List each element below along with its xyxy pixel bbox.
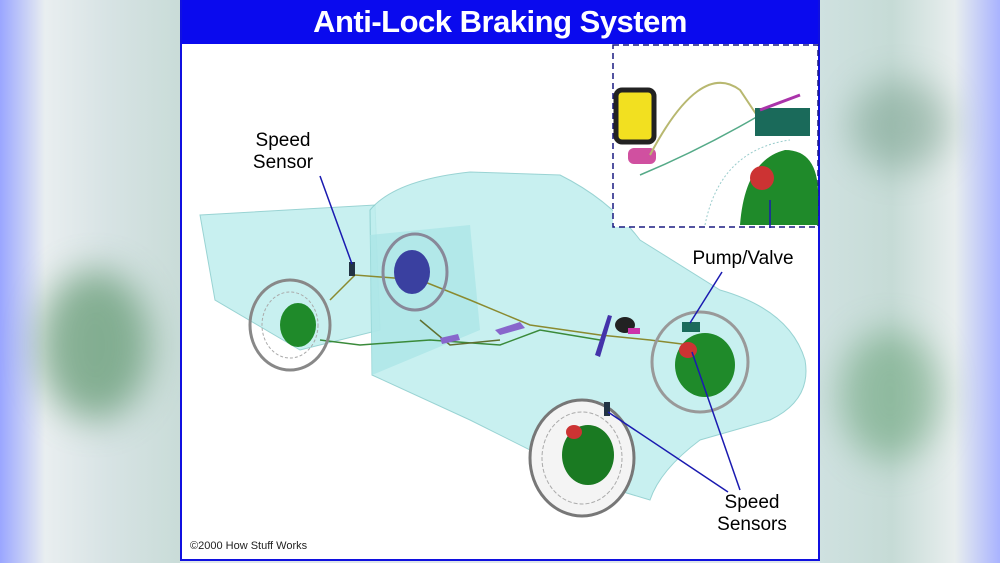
copyright-notice: ©2000 How Stuff Works <box>190 540 308 552</box>
speed-sensor-label-line2: Sensor <box>252 152 314 173</box>
inset-detail <box>612 44 819 228</box>
rear-wheel-left <box>248 278 332 372</box>
blurred-background-right <box>820 0 1000 563</box>
leader-lines <box>319 175 771 493</box>
blurred-background-left <box>0 0 180 563</box>
front-speed-sensor <box>604 402 610 416</box>
speed-sensors-label: Speed Sensors <box>704 492 800 536</box>
truck-bed <box>199 204 381 351</box>
front-wheel-left <box>528 398 636 518</box>
car-body <box>369 171 807 501</box>
speed-sensor-label: Speed Sensor <box>238 130 328 174</box>
speed-sensors-label-line2: Sensors <box>717 514 787 535</box>
rear-wheel-right <box>381 232 449 312</box>
rear-speed-sensor <box>349 262 355 276</box>
diagram-title: Anti-Lock Braking System <box>182 0 818 44</box>
pump-valve-label: Pump/Valve <box>692 248 794 269</box>
brake-lines <box>319 274 691 346</box>
speed-sensors-label-line1: Speed <box>724 492 780 513</box>
pump-valve <box>682 322 700 332</box>
speed-sensor-label-line1: Speed <box>255 130 311 151</box>
